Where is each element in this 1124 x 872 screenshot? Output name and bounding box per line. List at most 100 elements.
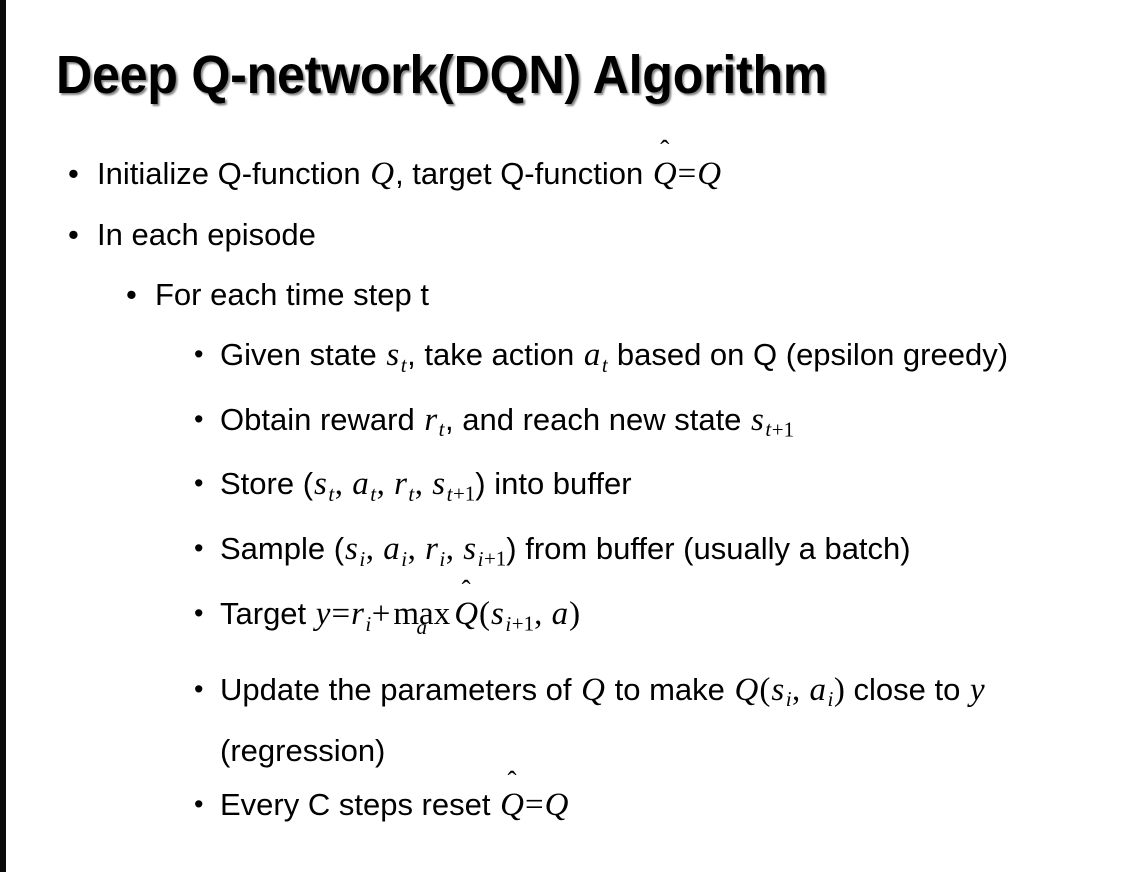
math-var-s: s — [314, 466, 327, 503]
math-var-s: s — [386, 337, 400, 373]
math-subscript: i — [827, 687, 834, 712]
text-fragment: Store ( — [220, 466, 314, 502]
math-var-a: a — [809, 671, 827, 708]
bullet-marker-icon: • — [194, 673, 204, 704]
list-item: • Given state st, take action at based o… — [0, 329, 1124, 391]
text-fragment: close to — [844, 671, 969, 707]
math-paren-close: ) — [569, 595, 581, 632]
math-subscript: i — [401, 546, 408, 571]
math-var-qhat-base: Q — [500, 787, 524, 824]
math-var-s2: s — [432, 466, 446, 503]
text-fragment: (regression) — [220, 733, 386, 769]
bullet-list: • Initialize Q-function Q, target Q-func… — [0, 148, 1124, 834]
text-fragment: Given state — [220, 337, 386, 372]
list-item-text: Obtain reward rt, and reach new state st… — [220, 394, 1090, 456]
math-comma: , — [534, 595, 551, 632]
list-item-text: For each time step t — [155, 277, 429, 312]
text-fragment: Obtain reward — [220, 401, 424, 437]
list-item-text: Every C steps reset Q̂=Q — [220, 779, 1090, 831]
bullet-marker-icon: • — [68, 156, 79, 191]
math-subscript: i — [477, 546, 484, 571]
text-fragment: Initialize Q-function — [97, 156, 370, 191]
math-var-qhat: Q̂ — [453, 589, 479, 640]
math-subscript: t — [765, 417, 772, 442]
text-fragment: to make — [606, 671, 734, 707]
text-fragment: , and reach new state — [445, 401, 751, 437]
math-var-q: Q — [544, 787, 569, 824]
math-paren-open: ( — [479, 595, 491, 632]
math-paren-close: ) — [833, 671, 845, 708]
math-subscript: t — [438, 417, 445, 442]
math-var-qhat: Q̂ — [652, 149, 678, 200]
math-var-a: a — [583, 337, 601, 373]
bullet-marker-icon: • — [194, 403, 204, 434]
math-subscript: i — [439, 546, 446, 571]
list-item: • Obtain reward rt, and reach new state … — [0, 394, 1124, 456]
page-title: Deep Q-network(DQN) Algorithm — [56, 45, 828, 105]
list-item: • Every C steps reset Q̂=Q — [0, 779, 1124, 831]
text-fragment: Every C steps reset — [220, 787, 500, 823]
list-item: • In each episode — [0, 209, 1124, 260]
math-var-q2: Q — [734, 671, 759, 708]
list-item-text: Sample (si, ai, ri, si+1) from buffer (u… — [220, 523, 1090, 585]
text-fragment: ) from buffer (usually a batch) — [506, 531, 911, 567]
math-equals: = — [331, 595, 351, 632]
math-var-a: a — [551, 595, 569, 632]
text-fragment: , take action — [407, 337, 583, 372]
math-var-a: a — [383, 531, 400, 568]
math-var-q2: Q — [697, 156, 722, 192]
bullet-marker-icon: • — [68, 217, 79, 252]
math-subscript: t — [328, 482, 335, 507]
math-equals: = — [677, 156, 697, 192]
text-fragment: ) into buffer — [475, 466, 632, 502]
bullet-marker-icon: • — [126, 277, 137, 312]
math-var-s2: s — [463, 531, 477, 568]
math-subscript-offset: +1 — [483, 546, 507, 571]
math-subscript: t — [601, 352, 608, 377]
math-var-r: r — [351, 595, 364, 632]
bullet-marker-icon: • — [194, 533, 204, 564]
math-var-qhat: Q̂ — [499, 780, 525, 831]
text-fragment: based on Q (epsilon greedy) — [608, 337, 1009, 372]
math-subscript-offset: +1 — [771, 417, 795, 442]
math-max-limit: a — [416, 615, 428, 640]
math-comma: , — [376, 466, 394, 503]
list-item: • Update the parameters of Q to make Q(s… — [0, 664, 1124, 777]
math-comma: , — [792, 671, 809, 708]
math-max-label: max — [393, 595, 451, 632]
math-subscript: i — [785, 687, 792, 712]
math-subscript: t — [446, 482, 453, 507]
bullet-marker-icon: • — [194, 468, 204, 499]
math-subscript: i — [365, 611, 372, 636]
math-var-a: a — [352, 466, 369, 503]
math-var-r: r — [424, 401, 438, 438]
math-comma: , — [365, 531, 383, 568]
math-subscript-offset: +1 — [452, 482, 476, 507]
math-var-y: y — [315, 595, 331, 632]
math-subscript-offset: +1 — [511, 611, 535, 636]
list-item-text: Initialize Q-function Q, target Q-functi… — [97, 148, 1084, 200]
math-var-s: s — [345, 531, 358, 568]
math-var-s: s — [491, 595, 504, 632]
math-paren-open: ( — [759, 671, 771, 708]
bullet-marker-icon: • — [194, 339, 204, 369]
math-var-q: Q — [581, 671, 605, 708]
math-subscript: i — [359, 546, 366, 571]
bullet-marker-icon: • — [194, 789, 204, 820]
math-var-r: r — [425, 531, 438, 568]
math-var-qhat-base: Q — [454, 595, 479, 632]
slide-left-edge-band — [0, 0, 6, 872]
math-var-s: s — [771, 671, 785, 708]
list-item-text: Update the parameters of Q to make Q(si,… — [220, 664, 1090, 777]
math-var-q: Q — [370, 156, 395, 192]
text-fragment: Target — [220, 595, 315, 631]
list-item: • Store (st, at, rt, st+1) into buffer — [0, 458, 1124, 520]
math-subscript: t — [408, 482, 415, 507]
math-var-r: r — [394, 466, 407, 503]
math-var-qhat-base: Q — [652, 156, 677, 192]
list-item-text: Given state st, take action at based on … — [220, 329, 1090, 391]
